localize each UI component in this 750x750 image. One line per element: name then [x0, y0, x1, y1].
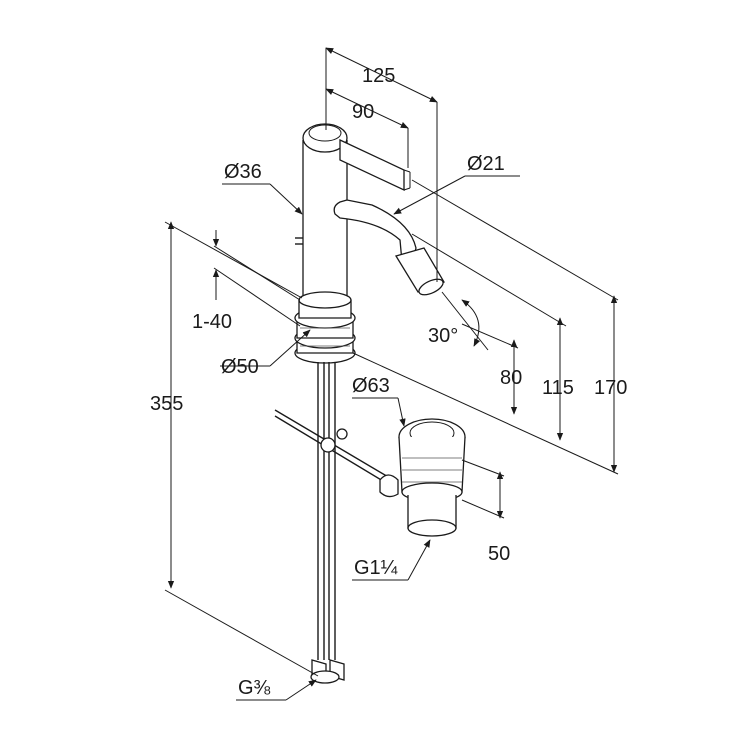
- drain-waste: [379, 418, 466, 537]
- dim-dia63: Ø63: [352, 375, 390, 397]
- dim-80: 80: [500, 367, 522, 389]
- lever-handle: [339, 138, 411, 192]
- dim-50: 50: [488, 543, 510, 565]
- dim-g1-quarter: G1¼: [354, 557, 398, 579]
- dim-range-1-40: 1-40: [192, 311, 232, 333]
- dim-dia50: Ø50: [221, 356, 259, 378]
- base-rings: [294, 291, 356, 364]
- dim-90: 90: [352, 101, 374, 123]
- dimension-lines: [164, 47, 619, 701]
- dim-angle-30: 30°: [428, 325, 458, 347]
- dim-170: 170: [594, 377, 627, 399]
- spout: [333, 199, 445, 296]
- supply-hoses: [274, 362, 391, 684]
- dim-355: 355: [150, 393, 183, 415]
- dim-125: 125: [362, 65, 395, 87]
- dim-g3-8: G⅜: [238, 677, 271, 699]
- dim-115: 115: [542, 377, 574, 399]
- dim-dia36: Ø36: [224, 161, 262, 183]
- dim-dia21: Ø21: [467, 153, 505, 175]
